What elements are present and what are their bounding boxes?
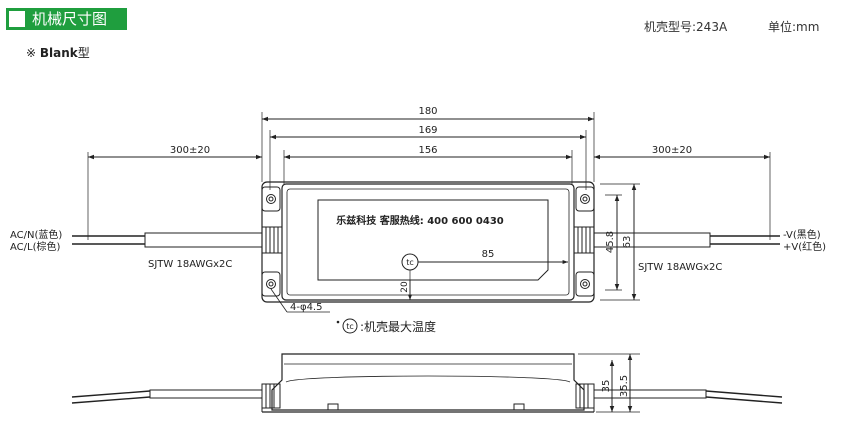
bullet-dot-icon bbox=[336, 320, 340, 324]
dim-side-height: 35 bbox=[601, 380, 612, 393]
dim-height-inner: 45.8 bbox=[605, 231, 616, 253]
v-pos-label: +V(红色) bbox=[783, 240, 826, 253]
ac-l-label: AC/L(棕色) bbox=[10, 240, 60, 253]
side-view bbox=[71, 353, 783, 413]
cable-spec-right: SJTW 18AWGx2C bbox=[638, 262, 722, 273]
ac-n-label: AC/N(蓝色) bbox=[10, 228, 62, 241]
tc-legend-circle-icon bbox=[342, 318, 358, 334]
tc-legend-note: :机壳最大温度 bbox=[360, 319, 436, 334]
unit-label: 单位:mm bbox=[768, 20, 820, 34]
dim-hole-diameter: 4-φ4.5 bbox=[290, 302, 322, 313]
variant-label: ※ Blank型 bbox=[26, 44, 90, 61]
dim-hole-spacing: 169 bbox=[418, 125, 437, 136]
variant-name: Blank bbox=[39, 46, 78, 60]
top-view bbox=[72, 112, 780, 313]
tc-symbol: tc bbox=[406, 258, 414, 267]
tc-legend-symbol: tc bbox=[346, 322, 354, 331]
section-header: 机械尺寸图 bbox=[6, 8, 127, 30]
dim-side-height-total: 35.5 bbox=[619, 375, 630, 397]
dim-overall-length: 180 bbox=[418, 106, 437, 117]
header-square-icon bbox=[9, 11, 25, 27]
v-neg-label: -V(黑色) bbox=[783, 228, 821, 241]
section-title: 机械尺寸图 bbox=[32, 10, 108, 28]
variant-suffix: 型 bbox=[77, 46, 90, 60]
case-model: 机壳型号:243A bbox=[644, 20, 728, 34]
dim-lead-left: 300±20 bbox=[170, 145, 210, 156]
dim-height-outer: 63 bbox=[622, 236, 633, 249]
dim-tc-x: 85 bbox=[482, 249, 495, 260]
product-label-text: 乐兹科技 客服热线: 400 600 0430 bbox=[336, 214, 504, 227]
dim-body-length: 156 bbox=[418, 145, 437, 156]
dim-lead-right: 300±20 bbox=[652, 145, 692, 156]
dim-tc-y: 20 bbox=[400, 281, 410, 293]
reference-mark: ※ bbox=[26, 46, 37, 60]
cable-spec-left: SJTW 18AWGx2C bbox=[148, 259, 232, 270]
